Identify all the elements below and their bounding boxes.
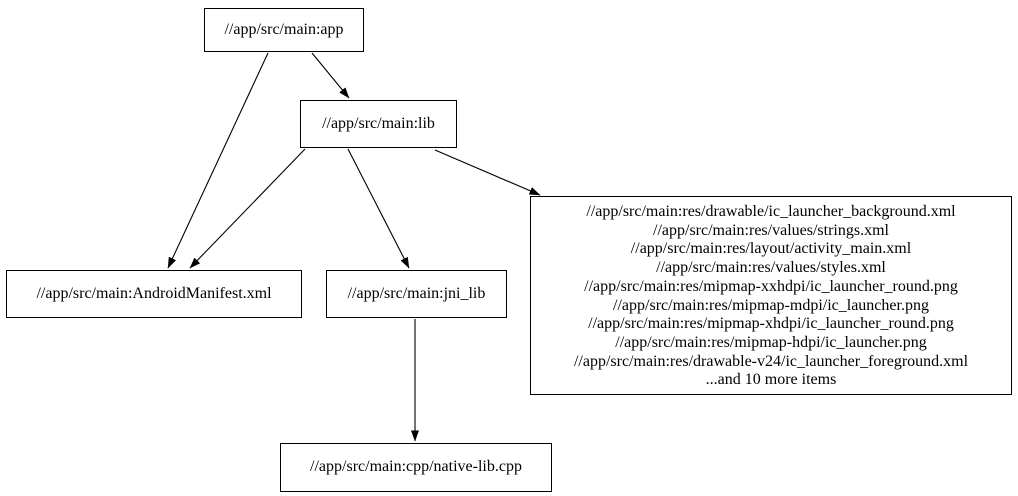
- res-group-line: //app/src/main:res/drawable/ic_launcher_…: [586, 203, 956, 220]
- node-res-group: //app/src/main:res/drawable/ic_launcher_…: [530, 196, 1012, 395]
- edge-app-to-android-manifest: [167, 52, 269, 269]
- res-group-line: //app/src/main:res/mipmap-mdpi/ic_launch…: [613, 296, 929, 314]
- res-group-line: //app/src/main:res/mipmap-hdpi/ic_launch…: [615, 333, 927, 351]
- res-group-line: //app/src/main:res/layout/activity_main.…: [630, 240, 912, 258]
- res-group-line: ...and 10 more items: [705, 371, 837, 389]
- node-jni-lib: //app/src/main:jni_lib: [326, 270, 507, 318]
- res-group-line: //app/src/main:res/drawable-v24/ic_launc…: [573, 352, 969, 370]
- edge-lib-to-android-manifest: [189, 148, 306, 269]
- res-group-line: //app/src/main:res/values/styles.xml: [656, 259, 886, 277]
- edge-lib-to-res-group: [434, 149, 541, 196]
- res-group-line: //app/src/main:res/mipmap-xhdpi/ic_launc…: [588, 315, 954, 333]
- node-label: //app/src/main:AndroidManifest.xml: [36, 284, 272, 302]
- edge-app-to-lib: [311, 52, 350, 99]
- node-label: //app/src/main:lib: [322, 114, 435, 132]
- node-native-lib: //app/src/main:cpp/native-lib.cpp: [280, 443, 552, 492]
- node-lib: //app/src/main:lib: [300, 100, 457, 148]
- res-group-line: //app/src/main:res/values/strings.xml: [653, 221, 889, 239]
- node-label: //app/src/main:app: [224, 20, 344, 38]
- edge-lib-to-jni-lib: [347, 148, 410, 269]
- node-label: //app/src/main:cpp/native-lib.cpp: [310, 458, 522, 476]
- node-app: //app/src/main:app: [204, 8, 364, 52]
- node-android-manifest: //app/src/main:AndroidManifest.xml: [6, 270, 302, 318]
- res-group-line: //app/src/main:res/mipmap-xxhdpi/ic_laun…: [584, 277, 958, 295]
- node-label: //app/src/main:jni_lib: [347, 284, 486, 302]
